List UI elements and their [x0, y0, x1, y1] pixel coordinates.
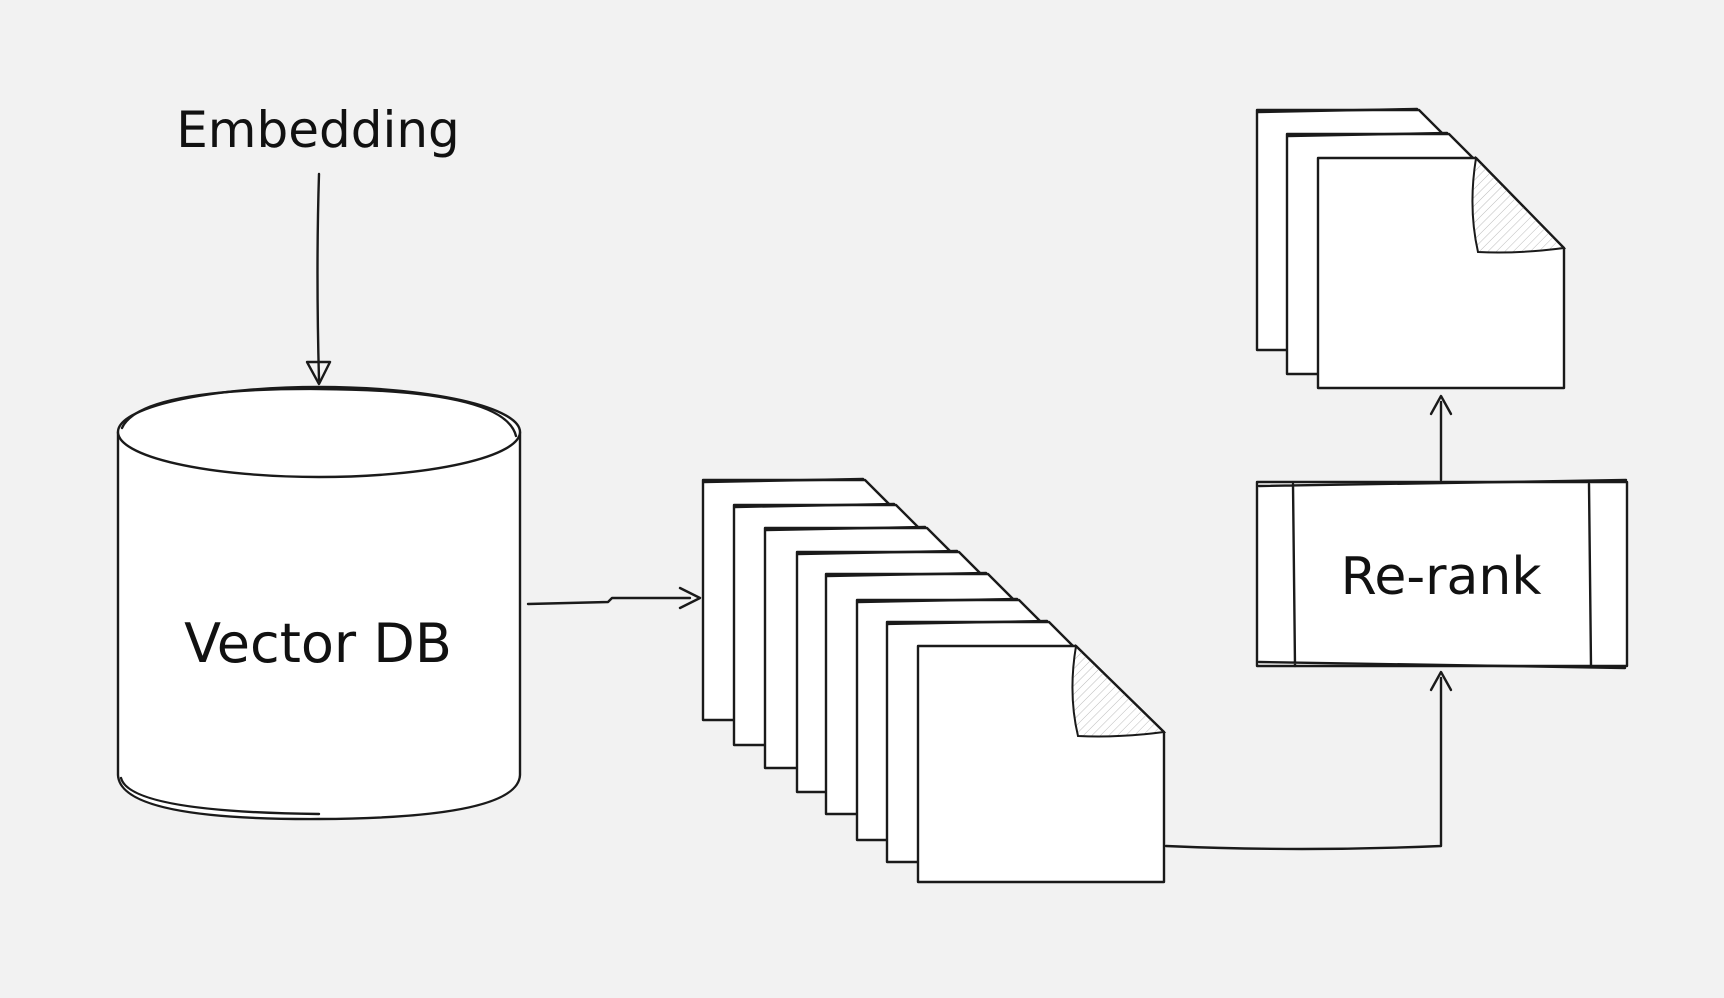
- vector-db-cylinder: [116, 385, 522, 821]
- rerank-box: [1255, 478, 1629, 670]
- embedding-arrow: [305, 172, 332, 386]
- db-to-docs-arrow: [526, 586, 702, 610]
- retrieved-doc-front: [916, 643, 1167, 884]
- retrieved-docs-stack: [701, 477, 1167, 884]
- reranked-docs-stack: [1255, 107, 1567, 390]
- rerank-label: Re-rank: [1341, 547, 1542, 607]
- vector-db-label: Vector DB: [184, 612, 452, 675]
- reranked-doc-front: [1316, 155, 1567, 390]
- embedding-label: Embedding: [176, 101, 460, 159]
- docs-to-rerank-arrow: [1164, 670, 1453, 851]
- rerank-to-output-arrow: [1429, 394, 1453, 482]
